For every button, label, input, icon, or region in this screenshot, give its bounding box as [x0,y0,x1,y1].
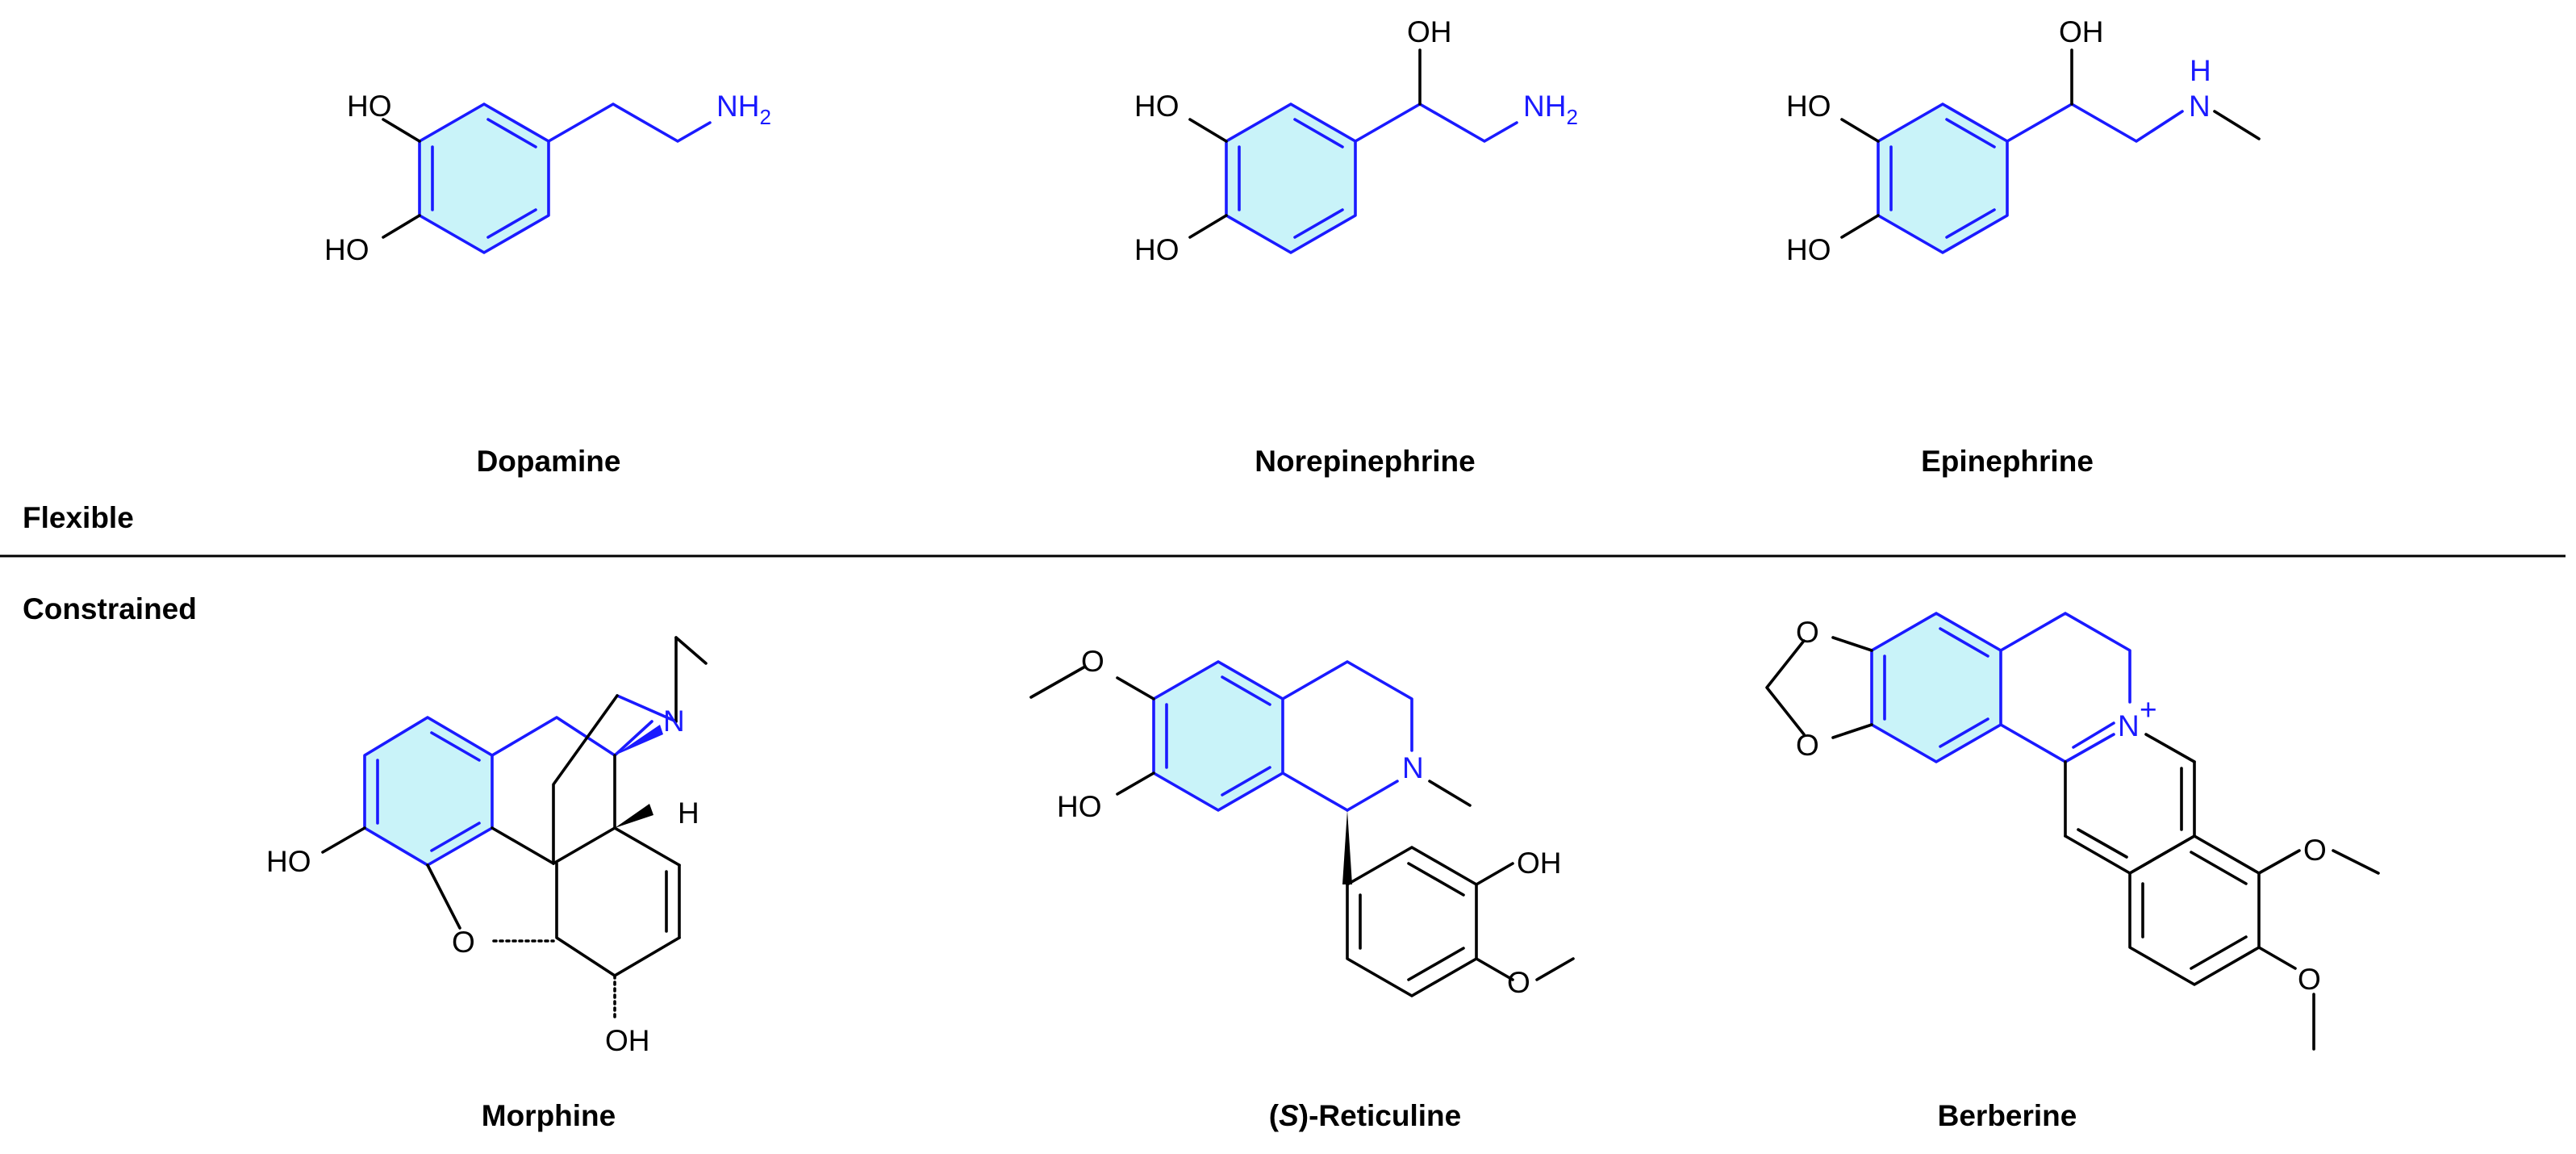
dopamine-ho-top: HO [347,90,392,123]
berberine-label: Berberine [1938,1099,2077,1132]
morphine-label: Morphine [482,1099,616,1132]
morphine-ho: HO [266,845,311,878]
morphine-oh: OH [605,1024,650,1057]
norepinephrine-ho-top: HO [1134,90,1179,123]
epinephrine-label: Epinephrine [1921,445,2094,478]
epinephrine-oh: OH [2059,15,2104,48]
reticuline-o-bottom: O [1507,966,1530,999]
epinephrine-structure: OH HO HO N H [1786,15,2261,266]
reticuline-label: (S)-Reticuline [1269,1099,1461,1132]
epinephrine-h: H [2190,54,2211,87]
morphine-n: N [663,705,685,738]
morphine-structure: HO O OH N H [266,636,708,1057]
berberine-o4: O [2298,963,2321,996]
dopamine-nh2: NH2 [716,90,771,129]
reticuline-n: N [1402,751,1424,784]
norepinephrine-oh: OH [1407,15,1452,48]
berberine-charge: + [2140,693,2157,726]
norepinephrine-structure: OH HO HO NH2 [1134,15,1578,266]
norepinephrine-ho-bottom: HO [1134,233,1179,266]
berberine-o1: O [1796,616,1819,649]
dopamine-label: Dopamine [477,445,621,478]
norepinephrine-nh2: NH2 [1523,90,1578,129]
section-flexible: Flexible [23,501,134,534]
epinephrine-ho-top: HO [1786,90,1831,123]
berberine-n: N [2118,709,2140,742]
morphine-o: O [452,926,475,959]
berberine-o2: O [1796,729,1819,762]
berberine-structure: O O N + O O [1765,612,2380,1051]
epinephrine-n: N [2189,90,2211,123]
norepinephrine-label: Norepinephrine [1255,445,1475,478]
reticuline-o-methoxy: O [1081,645,1104,678]
reticuline-ho: HO [1057,790,1102,823]
epinephrine-ho-bottom: HO [1786,233,1831,266]
dopamine-ho-bottom: HO [324,233,369,266]
reticuline-oh: OH [1517,847,1562,880]
morphine-h: H [678,797,699,830]
berberine-o3: O [2303,834,2327,867]
dopamine-structure: HO HO NH2 [324,90,771,266]
section-constrained: Constrained [23,592,197,625]
reticuline-structure: O HO N OH O [1029,645,1575,999]
